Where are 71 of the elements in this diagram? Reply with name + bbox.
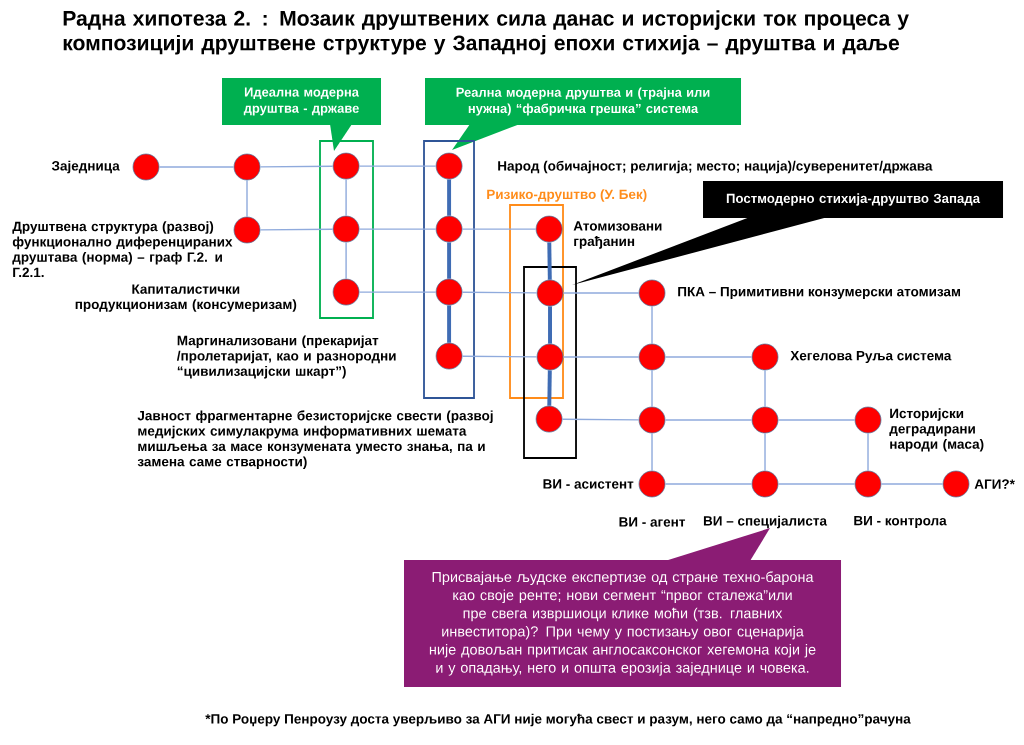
connector (664, 419, 753, 421)
connector (345, 241, 347, 280)
connector (548, 306, 552, 344)
node-label: Заједница (51, 160, 120, 174)
callout-box: Идеална модерна друштва - државе (222, 78, 381, 151)
connector (447, 179, 452, 216)
connector (562, 292, 640, 294)
group-frame (423, 140, 475, 399)
node-label: Друштвена структура (развој) функционално диференцираних друштава (норма) – граф Г.2. и Г.2.1. (12, 221, 233, 278)
connector (651, 369, 653, 408)
circle-node (435, 215, 463, 243)
connector (461, 355, 538, 358)
footnote: *По Роџеру Пенроузу доста уверљиво за АГИ није могућа свест и разум, него само да “напредно”рачуна (205, 713, 911, 727)
connector (561, 418, 640, 421)
circle-node (638, 406, 666, 434)
connector (547, 242, 552, 280)
connector (664, 356, 753, 358)
callout-box: Реална модерна друштва и (трајна или нужна) “фабричка грешка” система (425, 78, 741, 150)
circle-node (638, 279, 666, 307)
node-label: ПКА – Примитивни конзумерски атомизам (678, 286, 960, 300)
circle-node (332, 215, 360, 243)
circle-node (332, 152, 360, 180)
connector (777, 483, 856, 485)
connector (461, 291, 538, 294)
connector (651, 432, 653, 472)
connector (259, 165, 334, 168)
circle-node (751, 470, 779, 498)
node-label: ВИ – специјалиста (703, 515, 828, 529)
group-frame (319, 140, 374, 319)
connector (664, 483, 753, 485)
node-label: ВИ - контрола (854, 515, 947, 529)
connector (246, 179, 248, 218)
circle-node (536, 279, 564, 307)
connector (447, 242, 452, 279)
title: Радна хипотеза 2. : Мозаик друштвених сила данас и историјски ток процеса у композицији друштвене структуре у Западној епохи стихија – друштва и даље (63, 10, 909, 55)
connector (259, 228, 334, 231)
circle-node (638, 343, 666, 371)
circle-node (536, 343, 564, 371)
connector (158, 166, 235, 168)
circle-node (535, 215, 563, 243)
connector (547, 370, 552, 406)
node-label: ВИ - агент (619, 517, 686, 527)
callout-box: Присвајање људске експертизе од стране техно-барона као своје ренте; нови сегмент “првог сталежа”или пре свега извршиоци клике моћи (тзв. главних инвеститора)? При чему у постизању овог сценарија није довољан притисак англосаксонског хегемона који је и у опадању, него и општа ерозија заједнице и човека. (404, 528, 841, 687)
node-label: Капиталистички продукционизам (консумеризам) (75, 284, 297, 312)
connector (345, 178, 347, 217)
node-label: Хегелова Руља система (790, 350, 952, 364)
node-label: ВИ - асистент (543, 479, 634, 489)
connector (764, 369, 766, 408)
connector (777, 419, 856, 421)
connector (358, 165, 437, 167)
circle-node (233, 153, 261, 181)
connector (764, 432, 766, 472)
connector (358, 291, 437, 293)
group-frame (523, 266, 577, 459)
node-label: Народ (обичајност; религија; место; нација)/суверенитет/држава (498, 160, 933, 174)
circle-node (435, 278, 463, 306)
node-label: Јавност фрагментарне безисторијске свести (развој медијских симулакрума информативних шемата мишљења за масе конзумената уместо знања, па и замена саме стварности) (137, 410, 493, 470)
connector (358, 228, 437, 230)
connector (880, 483, 944, 485)
connector (461, 228, 537, 230)
connector (447, 305, 452, 343)
connector (651, 305, 653, 345)
circle-node (751, 406, 779, 434)
node-label: Атомизовани грађанин (573, 221, 662, 249)
circle-node (435, 152, 463, 180)
node-label: Историјски деградирани народи (маса) (889, 408, 984, 452)
connector (867, 432, 869, 472)
connector (562, 356, 640, 358)
node-label: Маргинализовани (прекаријат /пролетаријат, као и разнородни “цивилизацијски шкарт”) (176, 335, 396, 379)
node-label: АГИ?* (974, 479, 1015, 489)
node-label: Постмодерно стихија-друштво Запада (726, 193, 981, 206)
